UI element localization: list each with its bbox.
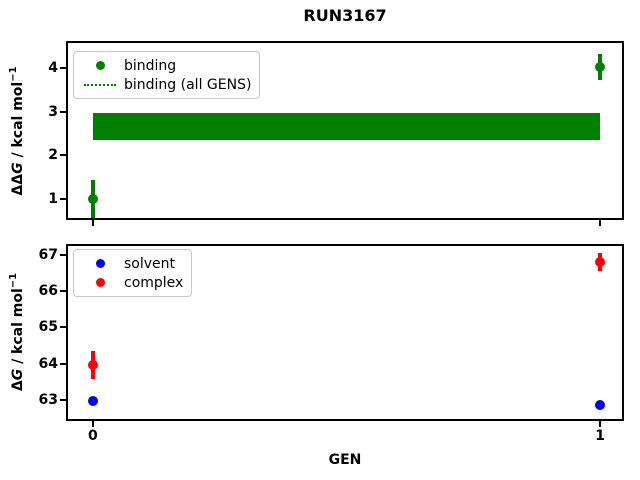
y-tick-label: 2 [48,147,58,164]
chart-title: RUN3167 [303,6,387,25]
legend-label: binding (all GENS) [124,76,252,93]
bottom-legend: solvent complex [73,249,193,297]
legend-item-complex: complex [82,273,183,292]
all-gens-band [92,113,601,141]
y-tick-mark [60,198,66,201]
y-tick-label: 66 [38,283,58,300]
y-tick-label: 65 [38,319,58,336]
y-tick-label: 4 [48,60,58,77]
dotted-line-icon [82,83,118,86]
legend-label: binding [124,57,177,74]
solvent-data-point [595,400,606,411]
y-tick-mark [60,326,66,329]
legend-item-binding-all-gens: binding (all GENS) [82,75,251,94]
y-tick-mark [60,110,66,113]
legend-label: complex [124,274,184,291]
x-axis-label: GEN [328,452,362,468]
y-tick-label: 63 [38,391,58,408]
y-tick-mark [60,398,66,401]
y-tick-mark [60,253,66,256]
binding-data-point [595,61,606,72]
x-tick-mark [91,421,94,427]
y-tick-mark [60,67,66,70]
x-tick-mark [91,220,94,226]
top-y-axis-label: ΔΔG / kcal mol−1 [8,66,26,196]
solvent-dot-icon [82,259,118,268]
x-tick-label: 0 [88,428,98,444]
legend-item-binding: binding [82,56,251,75]
y-tick-label: 67 [38,246,58,263]
y-tick-label: 1 [48,191,58,208]
solvent-data-point [87,395,98,406]
x-tick-mark [599,220,602,226]
y-tick-mark [60,362,66,365]
y-tick-label: 64 [38,355,58,372]
complex-data-point [87,359,98,370]
binding-dot-icon [82,61,118,70]
y-tick-mark [60,290,66,293]
x-tick-label: 1 [595,428,606,444]
legend-item-solvent: solvent [82,254,183,273]
x-tick-mark [599,421,602,427]
legend-label: solvent [124,255,176,272]
top-legend: binding binding (all GENS) [73,51,261,99]
complex-data-point [595,257,606,268]
complex-dot-icon [82,278,118,287]
y-tick-mark [60,154,66,157]
binding-data-point [87,194,98,205]
y-tick-label: 3 [48,103,58,120]
